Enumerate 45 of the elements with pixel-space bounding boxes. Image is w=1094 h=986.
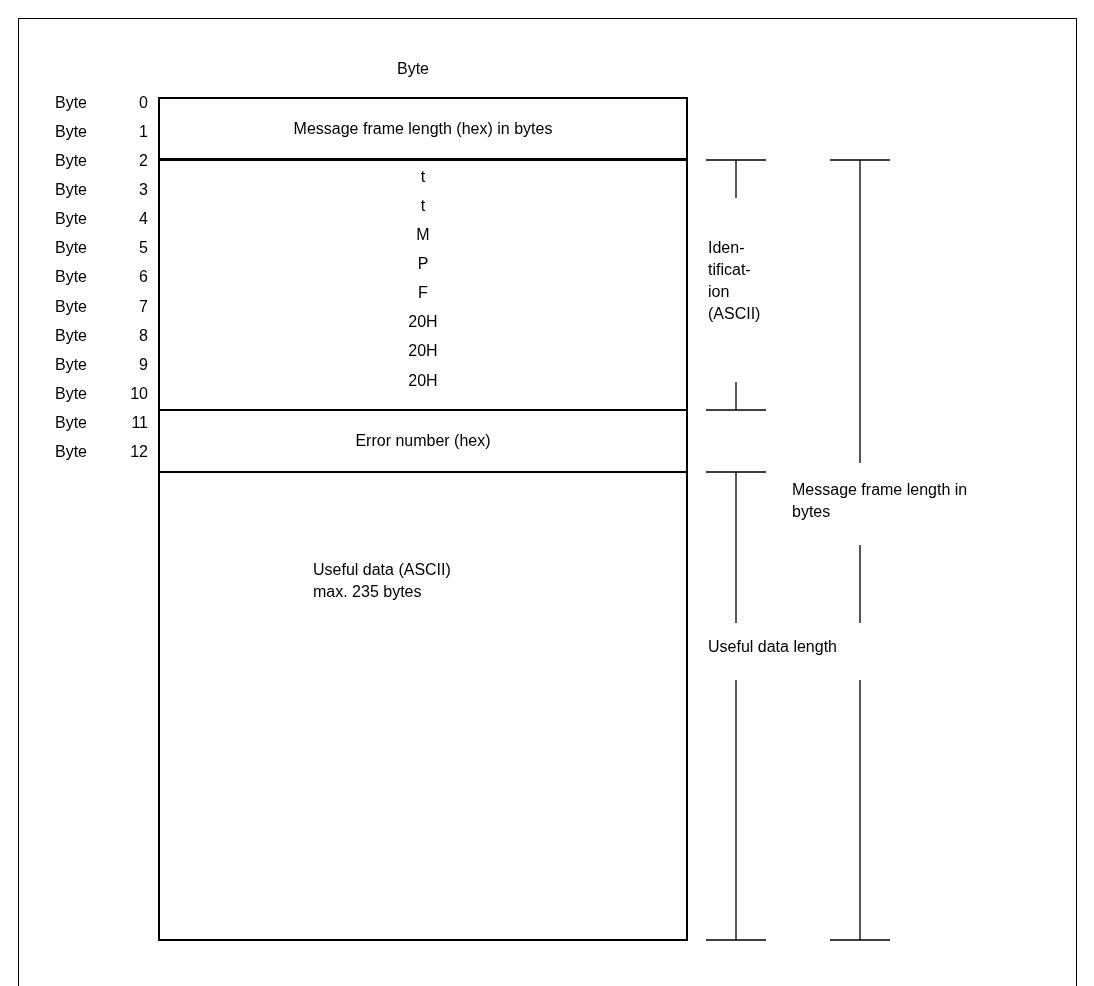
byte-number: 7 [138, 296, 148, 317]
field-text: Useful data (ASCII) max. 235 bytes [313, 560, 452, 602]
field-text: t [419, 167, 427, 187]
byte-number: 3 [138, 180, 148, 201]
byte-number: 6 [138, 267, 148, 288]
byte-label: Byte [55, 180, 87, 201]
byte-number: 2 [138, 151, 148, 172]
field-box [158, 409, 688, 473]
field-text: F [417, 283, 429, 304]
field-text: 20H [407, 370, 439, 391]
byte-label: Byte [55, 93, 87, 113]
byte-label: Byte [55, 296, 87, 317]
byte-label: Byte [55, 238, 87, 259]
byte-label: Byte [55, 209, 87, 230]
field-text: 20H [407, 312, 439, 333]
byte-number: 4 [138, 209, 148, 230]
field-text: Message frame length (hex) in bytes [292, 118, 554, 139]
byte-number: 8 [138, 325, 148, 346]
byte-label: Byte [55, 383, 87, 404]
range-label: Iden- tificat- ion (ASCII) [708, 238, 762, 324]
byte-number: 12 [129, 441, 148, 462]
field-text: 20H [407, 341, 439, 362]
byte-label: Byte [55, 354, 87, 375]
byte-number: 11 [130, 412, 148, 433]
field-text: P [416, 254, 430, 275]
field-box [158, 471, 688, 941]
column-heading: Byte [397, 59, 429, 79]
field-box [158, 159, 688, 411]
byte-number: 0 [138, 93, 148, 113]
range-label: Useful data length [708, 637, 837, 657]
byte-label: Byte [55, 412, 87, 433]
byte-label: Byte [55, 122, 87, 143]
byte-number: 10 [129, 383, 148, 404]
byte-label: Byte [55, 151, 87, 172]
byte-number: 1 [138, 122, 148, 143]
byte-label: Byte [55, 267, 87, 288]
field-text: M [415, 225, 431, 246]
byte-label: Byte [55, 441, 87, 462]
field-box [158, 97, 688, 160]
byte-label: Byte [55, 325, 87, 346]
field-text: t [419, 196, 427, 217]
range-label: Message frame length in bytes [792, 480, 969, 522]
field-text: Error number (hex) [354, 431, 492, 451]
byte-number: 5 [138, 238, 148, 259]
byte-number: 9 [138, 354, 148, 375]
